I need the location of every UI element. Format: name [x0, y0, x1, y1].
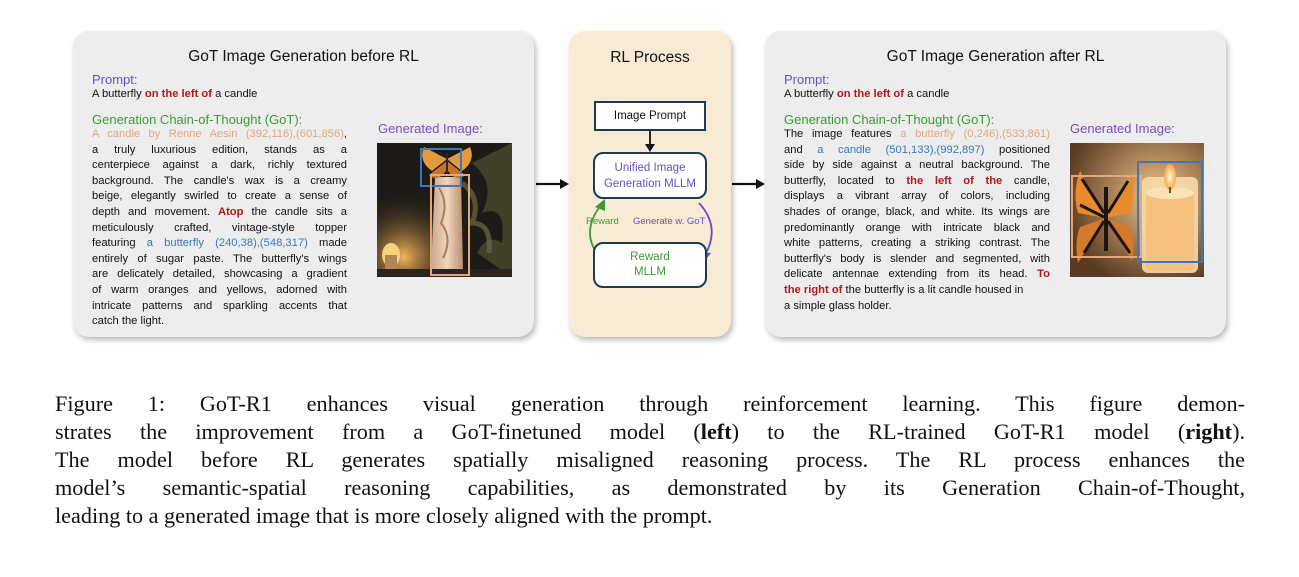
got-line: meticulously crafted, vintage-style topp… [92, 221, 347, 234]
panel-title: GoT Image Generation before RL [188, 48, 419, 65]
panel-title: GoT Image Generation after RL [886, 48, 1105, 65]
got-line: displays a vibrant array of colors, incl… [784, 190, 1050, 203]
got-line: The image features a butterfly (0,246),(… [784, 128, 1050, 140]
got-line: entirely of sugar paste. The butterfly's… [92, 252, 347, 265]
got-line: of warm oranges and yellows, adorned wit… [92, 283, 347, 296]
unified-mllm-box: Unified Image Generation MLLM [593, 152, 707, 199]
caption-line: Figure 1: GoT-R1 enhances visual generat… [55, 391, 1245, 416]
got-line: butterfly's body is slender and segmente… [784, 252, 1050, 265]
butterfly-bbox [420, 148, 462, 187]
got-line: catch the light. [92, 315, 165, 328]
generated-image-label: Generated Image: [378, 121, 483, 136]
got-after-rl-panel: GoT Image Generation after RL Prompt: A … [765, 31, 1226, 337]
candle-butterfly-picture-icon [377, 143, 512, 277]
arrow-right-icon [536, 179, 569, 189]
figure-caption: Figure 1: GoT-R1 enhances visual generat… [55, 390, 1245, 530]
image-prompt-box: Image Prompt [594, 101, 706, 131]
reward-mllm-box: Reward MLLM [593, 242, 707, 288]
got-line: featuring a butterfly (240,38),(548,317)… [92, 237, 347, 250]
arrow-down-icon [645, 131, 655, 152]
got-line: background. The candle's wax is a creamy [92, 174, 347, 187]
got-reasoning-text: The image features a butterfly (0,246),(… [784, 127, 1050, 314]
caption-line: leading to a generated image that is mor… [55, 503, 713, 528]
panel-title: RL Process [610, 49, 690, 66]
got-line: white patterns, creating a striking cont… [784, 237, 1050, 250]
got-line: a truly luxurious edition, stands as a [92, 143, 347, 156]
arrow-right-icon [732, 179, 765, 189]
got-reasoning-text: A candle by Renne Aesin (392,116),(601,8… [92, 127, 347, 330]
generated-image-label: Generated Image: [1070, 121, 1175, 136]
got-line: butterfly, located to the left of the ca… [784, 174, 1050, 187]
caption-line: strates the improvement from a GoT-finet… [55, 419, 1245, 444]
got-line: side by side against a neutral backgroun… [784, 159, 1050, 172]
got-line: shades of orange, black, and white. Its … [784, 205, 1050, 218]
prompt-text: A butterfly on the left of a candle [92, 88, 258, 100]
got-before-rl-panel: GoT Image Generation before RL Prompt: A… [73, 31, 534, 337]
got-label: Generation Chain-of-Thought (GoT): [92, 112, 303, 127]
generated-image-before [377, 143, 512, 277]
butterfly-bbox [1071, 175, 1142, 258]
prompt-text: A butterfly on the left of a candle [784, 88, 950, 100]
got-line: delicate antennae extending from its hea… [784, 268, 1050, 281]
candle-bbox [1137, 161, 1203, 263]
got-label: Generation Chain-of-Thought (GoT): [784, 112, 995, 127]
got-line: intricate patterns and sparkling accents… [92, 299, 347, 312]
got-line: A candle by Renne Aesin (392,116),(601,8… [92, 128, 347, 140]
generated-image-after [1070, 143, 1204, 277]
got-line: depth and movement. Atop the candle sits… [92, 205, 347, 218]
generate-arrow-label: Generate w. GoT [633, 216, 706, 227]
got-line: predominantly orange with intricate blac… [784, 221, 1050, 234]
got-line: a simple glass holder. [784, 299, 892, 312]
got-line: are delicately detailed, showcasing a gr… [92, 268, 347, 281]
caption-line: The model before RL generates spatially … [55, 447, 1245, 472]
prompt-label: Prompt: [92, 72, 138, 87]
candle-bbox [430, 174, 470, 276]
got-line: the right of the butterfly is a lit cand… [784, 283, 1024, 296]
got-line: and a candle (501,133),(992,897) positio… [784, 143, 1050, 156]
caption-line: model’s semantic-spatial reasoning capab… [55, 475, 1245, 500]
got-line: beige, elegantly swirled to create a sen… [92, 190, 347, 203]
rl-process-panel: RL Process Image Prompt Unified Image Ge… [569, 31, 731, 337]
got-line: centerpiece against a dark, richly textu… [92, 159, 347, 172]
prompt-label: Prompt: [784, 72, 830, 87]
reward-arrow-label: Reward [586, 216, 619, 227]
